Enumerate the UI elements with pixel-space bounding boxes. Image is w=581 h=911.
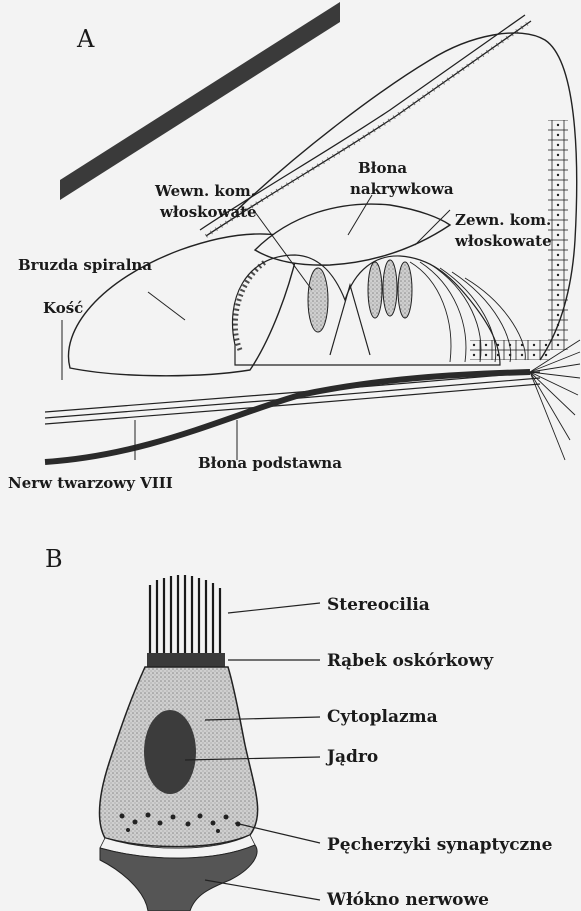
panel-a: A bbox=[8, 2, 580, 492]
stereocilia bbox=[150, 575, 220, 655]
panel-b-letter: B bbox=[45, 545, 63, 573]
label-outer-hair-line2: włoskowate bbox=[454, 232, 552, 250]
outer-hair-cell-3 bbox=[398, 262, 412, 318]
bone-bar bbox=[60, 2, 340, 200]
outer-hair-cell-1 bbox=[368, 262, 382, 318]
label-nerve-fiber: Włókno nerwowe bbox=[326, 890, 489, 910]
label-cytoplasm: Cytoplazma bbox=[327, 707, 438, 727]
panel-a-letter: A bbox=[76, 25, 95, 53]
pillar-cells bbox=[330, 285, 370, 355]
label-basilar-membrane: Błona podstawna bbox=[198, 454, 342, 472]
panel-b: B bbox=[45, 545, 553, 911]
outer-hair-cell-2 bbox=[383, 260, 397, 316]
label-tectorial-line1: Błona bbox=[358, 159, 407, 177]
label-stereocilia: Stereocilia bbox=[327, 595, 430, 615]
nucleus bbox=[144, 710, 196, 794]
label-synaptic-vesicles: Pęcherzyki synaptyczne bbox=[327, 835, 553, 855]
label-inner-hair-line2: włoskowate bbox=[159, 203, 257, 221]
inner-hair-cell bbox=[308, 268, 328, 332]
label-tectorial-line2: nakrywkowa bbox=[350, 180, 454, 198]
label-nucleus: Jądro bbox=[325, 747, 378, 767]
organ-of-corti bbox=[233, 255, 501, 365]
cuticular-plate bbox=[147, 653, 225, 667]
nerve-thick bbox=[45, 372, 530, 462]
label-outer-hair-line1: Zewn. kom. bbox=[455, 211, 551, 229]
label-nerve: Nerw twarzowy VIII bbox=[8, 474, 173, 492]
label-bone: Kość bbox=[43, 299, 83, 317]
label-cuticular-plate: Rąbek oskórkowy bbox=[327, 651, 494, 671]
label-spiral-sulcus: Bruzda spiralna bbox=[18, 256, 152, 274]
claudius-cells bbox=[470, 340, 550, 360]
inner-sulcus-cells bbox=[235, 262, 265, 350]
label-inner-hair-line1: Wewn. kom. bbox=[154, 182, 256, 200]
